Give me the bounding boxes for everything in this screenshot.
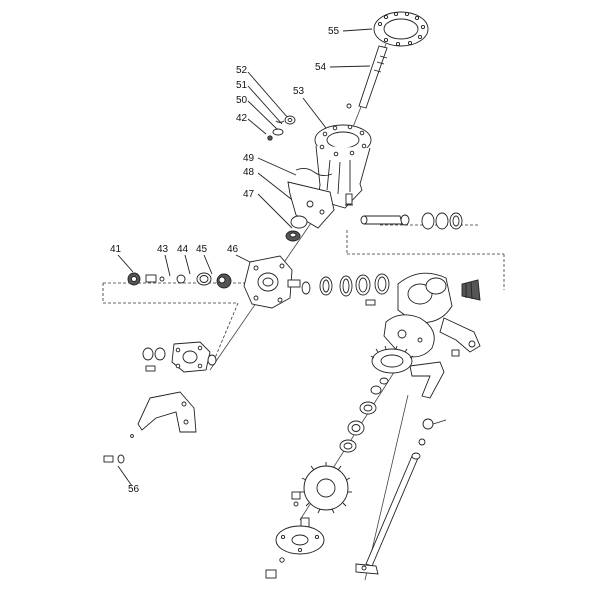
lower-left-flange [142,341,217,373]
spindle-flange [265,517,325,579]
callout-54: 54 [315,62,327,73]
callout-50: 50 [236,95,248,106]
callout-52: 52 [236,65,248,76]
callout-41: 41 [110,244,122,255]
parts-41-45-row [127,272,232,289]
part-53-housing [314,124,372,209]
callout-51: 51 [236,80,248,91]
diagonal-bearings [339,377,389,453]
ring-series [301,273,390,306]
callout-55: 55 [328,26,340,37]
callout-53: 53 [293,86,305,97]
sprocket-gear [291,462,352,514]
part-47-bearing [285,215,308,242]
part-55-gasket [373,11,429,47]
tie-rod [355,418,447,575]
pitman-arm-left [103,391,197,464]
upper-right-shaft [360,212,463,230]
callout-49: 49 [243,153,255,164]
callout-48: 48 [243,167,255,178]
ring-gear [370,345,414,374]
callout-43: 43 [157,244,169,255]
leader-lines [117,28,373,487]
callout-44: 44 [177,244,189,255]
callout-46: 46 [227,244,239,255]
callout-45: 45 [196,244,208,255]
part-46-gearbox-body [243,255,301,309]
lever-arms-right [409,317,481,399]
part-54-shaft [358,45,388,109]
callout-42: 42 [236,113,248,124]
callout-47: 47 [243,189,255,200]
callout-56: 56 [128,484,140,495]
parts-50-52-small [267,103,352,141]
